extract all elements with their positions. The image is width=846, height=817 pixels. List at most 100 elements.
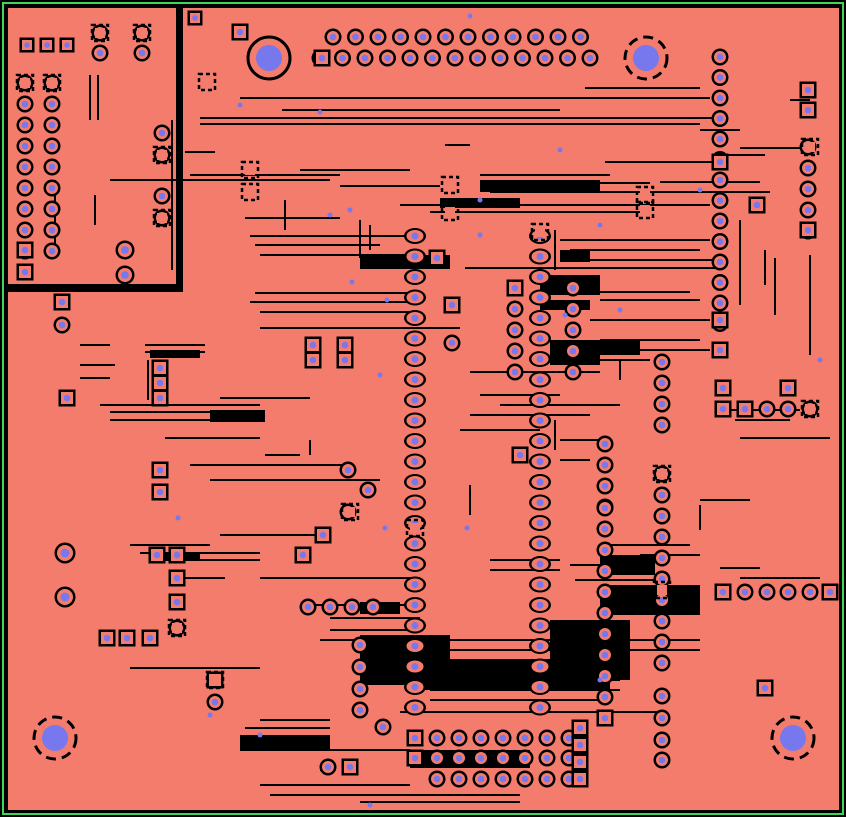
pad-hole (121, 271, 129, 279)
pad (653, 570, 671, 588)
pad-hole (411, 355, 419, 363)
connector-pin (43, 242, 61, 260)
via (697, 187, 703, 193)
pad-oval (529, 699, 551, 716)
pad-ring (640, 205, 650, 215)
pad-hole (719, 588, 727, 596)
pad-hole (658, 554, 666, 562)
pad-oval (404, 494, 426, 511)
pad-hole (146, 634, 154, 642)
pad (54, 586, 76, 608)
pad-hole (352, 33, 359, 41)
pad-square (571, 719, 589, 737)
pad (538, 729, 556, 747)
header-pin (446, 49, 464, 67)
pad-hole (536, 704, 544, 711)
pad (538, 770, 556, 788)
pad-oval (404, 310, 426, 326)
pad-hole (536, 642, 544, 650)
pad-dashed (152, 208, 172, 228)
pad-hole (326, 603, 334, 611)
pad-hole (21, 163, 29, 171)
pad-hole (448, 301, 456, 309)
pad-square (39, 37, 55, 53)
pad-oval (529, 289, 551, 306)
pad-hole (442, 33, 449, 41)
pad-square (711, 153, 729, 171)
pad-square (151, 359, 169, 377)
pad-ring (172, 623, 182, 633)
pad-hole (601, 609, 609, 617)
pad-outline (635, 200, 655, 220)
pad-outline (652, 580, 672, 600)
pad-hole (658, 756, 666, 764)
header-pin (527, 28, 544, 46)
via (175, 515, 181, 521)
pad-square (714, 379, 732, 397)
pad-hole (536, 663, 544, 670)
mounting-hole-ring (623, 35, 669, 81)
pad-square (571, 736, 589, 754)
pad (53, 316, 71, 334)
pad-hole (411, 683, 419, 691)
pad-hole (716, 135, 724, 143)
pad-outline (132, 23, 152, 43)
header-pin-1 (231, 23, 249, 41)
pad-dashed (405, 518, 425, 538)
pad-hole (433, 754, 441, 762)
trace-zone (590, 340, 640, 355)
pad-hole (487, 33, 494, 41)
copper-pour-top (183, 8, 839, 268)
header-pin (581, 49, 599, 67)
pad-hole (411, 478, 419, 486)
header-pin (536, 49, 554, 67)
connector-pin (16, 221, 34, 239)
connector-pin (711, 48, 729, 66)
via (349, 279, 355, 285)
pad-dashed (42, 73, 62, 93)
connector-pin (16, 200, 34, 218)
pad-square (59, 37, 75, 53)
pad-square (151, 483, 169, 501)
pad-hole (543, 734, 551, 742)
pad-oval (404, 699, 426, 716)
pad-hole (411, 437, 419, 445)
pad-hole (511, 326, 519, 334)
pad-dashed (132, 23, 152, 43)
pad-outline (635, 185, 655, 205)
connector-pin (43, 200, 61, 218)
pad-hole (536, 683, 544, 691)
pad (653, 731, 671, 749)
pad-hole (509, 33, 517, 41)
pad-square (736, 400, 754, 418)
pad (359, 481, 377, 499)
pad (596, 541, 614, 559)
pad-hole (411, 458, 419, 465)
pad-ring (805, 404, 815, 414)
pad-hole (565, 734, 573, 742)
pad-ring (640, 190, 650, 200)
pad-ring (157, 213, 167, 223)
pad-hole (601, 546, 609, 554)
pad (428, 770, 446, 788)
pad-hole (601, 714, 609, 722)
pad-hole (21, 246, 29, 254)
pad-hole (21, 121, 29, 129)
copper-pour-group (8, 8, 839, 810)
pad-hole (521, 754, 529, 762)
pad-ring (445, 180, 455, 190)
mounting-hole-drill (256, 45, 282, 71)
pad-square (571, 753, 589, 771)
pad-oval (529, 658, 551, 675)
pad-oval (529, 597, 551, 613)
pad (564, 363, 582, 381)
pad-ring (805, 142, 815, 152)
pad-hole (658, 533, 666, 541)
pad-hole (329, 33, 337, 41)
pad-hole (601, 461, 609, 469)
connector-pin (16, 158, 34, 176)
trace-zone (600, 555, 655, 575)
pad-hole (741, 588, 749, 596)
pad-hole (156, 488, 164, 496)
